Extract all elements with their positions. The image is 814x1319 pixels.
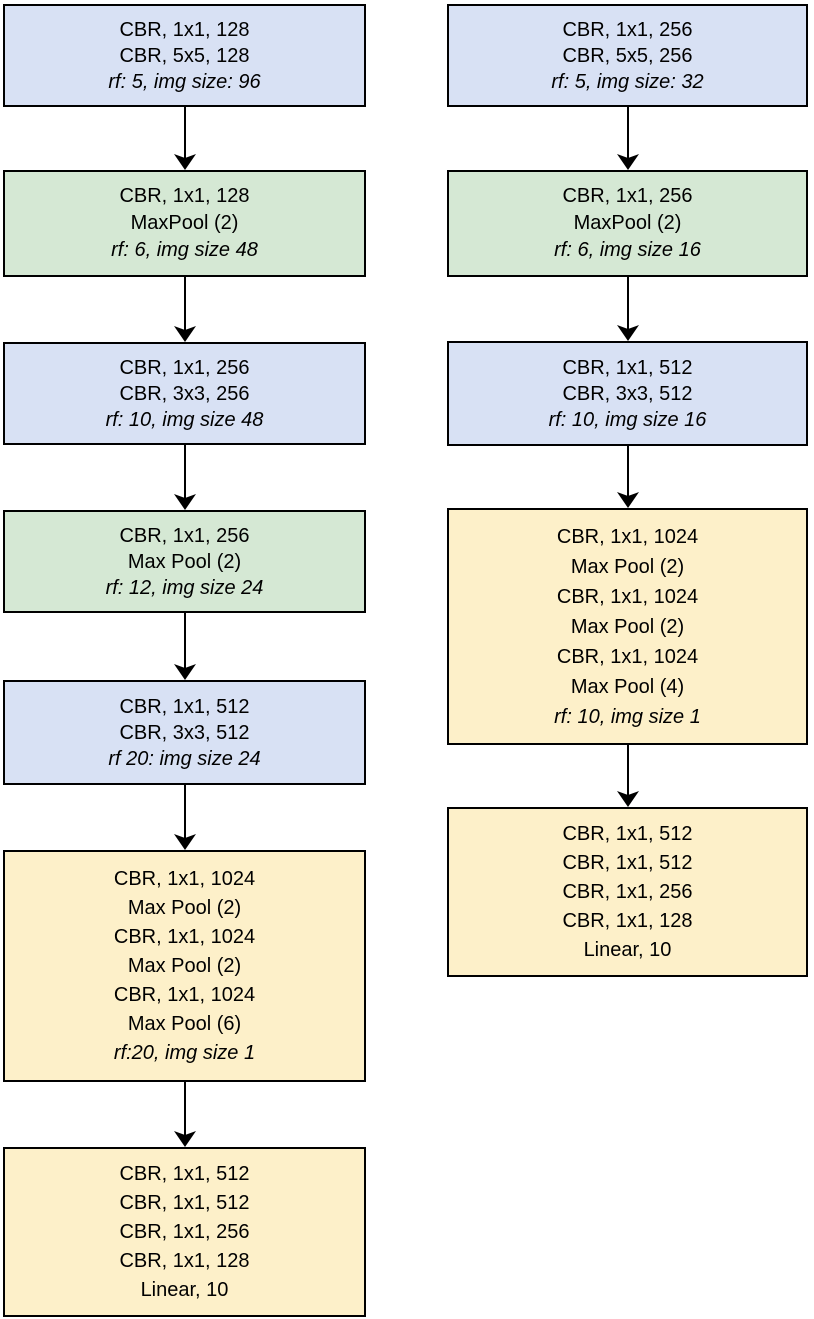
arrowhead-down-icon bbox=[173, 154, 196, 170]
block-text-line: CBR, 3x3, 512 bbox=[562, 382, 693, 405]
arrow-shaft bbox=[626, 107, 629, 158]
block-text-line: CBR, 1x1, 128 bbox=[119, 18, 250, 41]
block-text-line: CBR, 1x1, 1024 bbox=[113, 983, 256, 1006]
flow-arrow bbox=[3, 107, 366, 170]
block-text-line: rf: 6, img size 48 bbox=[111, 239, 258, 261]
arrowhead-down-icon bbox=[616, 791, 639, 807]
block-text-line: CBR, 1x1, 1024 bbox=[556, 585, 699, 608]
flow-arrow bbox=[3, 445, 366, 510]
block-text-line: CBR, 3x3, 256 bbox=[119, 382, 250, 405]
arrowhead-down-icon bbox=[173, 494, 196, 510]
block-text-line: CBR, 1x1, 256 bbox=[119, 524, 250, 547]
block-text-line: Max Pool (2) bbox=[570, 555, 685, 578]
block-text-line: Linear, 10 bbox=[583, 938, 672, 961]
block-text-line: rf: 12, img size 24 bbox=[105, 576, 264, 599]
block-text-line: rf: 10, img size 1 bbox=[554, 705, 701, 728]
block-text-line: CBR, 1x1, 512 bbox=[119, 1162, 250, 1185]
block-text-line: CBR, 1x1, 1024 bbox=[556, 645, 699, 668]
arrowhead-down-icon bbox=[173, 326, 196, 342]
block-text-line: CBR, 5x5, 256 bbox=[562, 44, 693, 67]
arrow-shaft bbox=[183, 613, 186, 668]
block-text-line: CBR, 5x5, 128 bbox=[119, 44, 250, 67]
arrowhead-down-icon bbox=[616, 154, 639, 170]
arrowhead-down-icon bbox=[173, 664, 196, 680]
arrow-shaft bbox=[626, 277, 629, 329]
block-text-line: rf 20: img size 24 bbox=[108, 747, 261, 770]
arrow-shaft bbox=[183, 1082, 186, 1135]
block-text-line: CBR, 1x1, 1024 bbox=[113, 867, 256, 890]
block-text-line: CBR, 1x1, 512 bbox=[119, 695, 250, 718]
block-text-line: CBR, 1x1, 1024 bbox=[556, 525, 699, 548]
arrow-shaft bbox=[183, 785, 186, 838]
block-text-line: Max Pool (6) bbox=[127, 1012, 242, 1035]
block-text-line: rf:20, img size 1 bbox=[113, 1041, 256, 1064]
arrowhead-down-icon bbox=[173, 834, 196, 850]
block-text-line: CBR, 3x3, 512 bbox=[119, 721, 250, 744]
block-text-line: MaxPool (2) bbox=[130, 212, 239, 234]
arrowhead-down-icon bbox=[173, 1131, 196, 1147]
block-text-line: CBR, 1x1, 256 bbox=[119, 356, 250, 379]
block-text-line: CBR, 1x1, 256 bbox=[562, 185, 693, 207]
flow-arrow bbox=[3, 277, 366, 342]
block-text-line: CBR, 1x1, 512 bbox=[119, 1191, 250, 1214]
block-text-line: Max Pool (2) bbox=[127, 896, 242, 919]
block-text-line: Max Pool (2) bbox=[127, 954, 242, 977]
block-text-line: CBR, 1x1, 512 bbox=[562, 851, 693, 874]
block-text-line: CBR, 1x1, 256 bbox=[562, 18, 693, 41]
block-text-line: CBR, 1x1, 1024 bbox=[113, 925, 256, 948]
arrowhead-down-icon bbox=[616, 492, 639, 508]
block-text-line: CBR, 1x1, 128 bbox=[562, 909, 693, 932]
block-text-line: Max Pool (2) bbox=[127, 550, 242, 573]
block-text-line: rf: 6, img size 16 bbox=[554, 239, 701, 261]
arrow-shaft bbox=[183, 107, 186, 158]
block-text-line: CBR, 1x1, 256 bbox=[562, 880, 693, 903]
arrow-shaft bbox=[626, 745, 629, 795]
block-text-line: CBR, 1x1, 512 bbox=[562, 822, 693, 845]
flow-arrow bbox=[447, 446, 808, 508]
block-text-line: Linear, 10 bbox=[140, 1278, 229, 1301]
block-text-line: CBR, 1x1, 128 bbox=[119, 1249, 250, 1272]
block-text-line: rf: 5, img size: 96 bbox=[108, 70, 261, 93]
flow-arrow bbox=[447, 745, 808, 807]
flow-arrow bbox=[3, 1082, 366, 1147]
arrowhead-down-icon bbox=[616, 325, 639, 341]
block-text-line: CBR, 1x1, 256 bbox=[119, 1220, 250, 1243]
arrow-shaft bbox=[183, 277, 186, 330]
block-text-line: rf: 5, img size: 32 bbox=[551, 70, 704, 93]
block-text-line: CBR, 1x1, 128 bbox=[119, 185, 250, 207]
arrow-shaft bbox=[626, 446, 629, 496]
block-text-line: CBR, 1x1, 512 bbox=[562, 356, 693, 379]
flow-arrow bbox=[447, 277, 808, 341]
block-text-line: Max Pool (2) bbox=[570, 615, 685, 638]
block-text-line: Max Pool (4) bbox=[570, 675, 685, 698]
flow-arrow bbox=[3, 785, 366, 850]
block-text-line: rf: 10, img size 16 bbox=[548, 408, 707, 431]
arrow-shaft bbox=[183, 445, 186, 498]
block-text-line: MaxPool (2) bbox=[573, 212, 682, 234]
flow-arrow bbox=[447, 107, 808, 170]
block-text-line: rf: 10, img size 48 bbox=[105, 408, 264, 431]
flow-arrow bbox=[3, 613, 366, 680]
